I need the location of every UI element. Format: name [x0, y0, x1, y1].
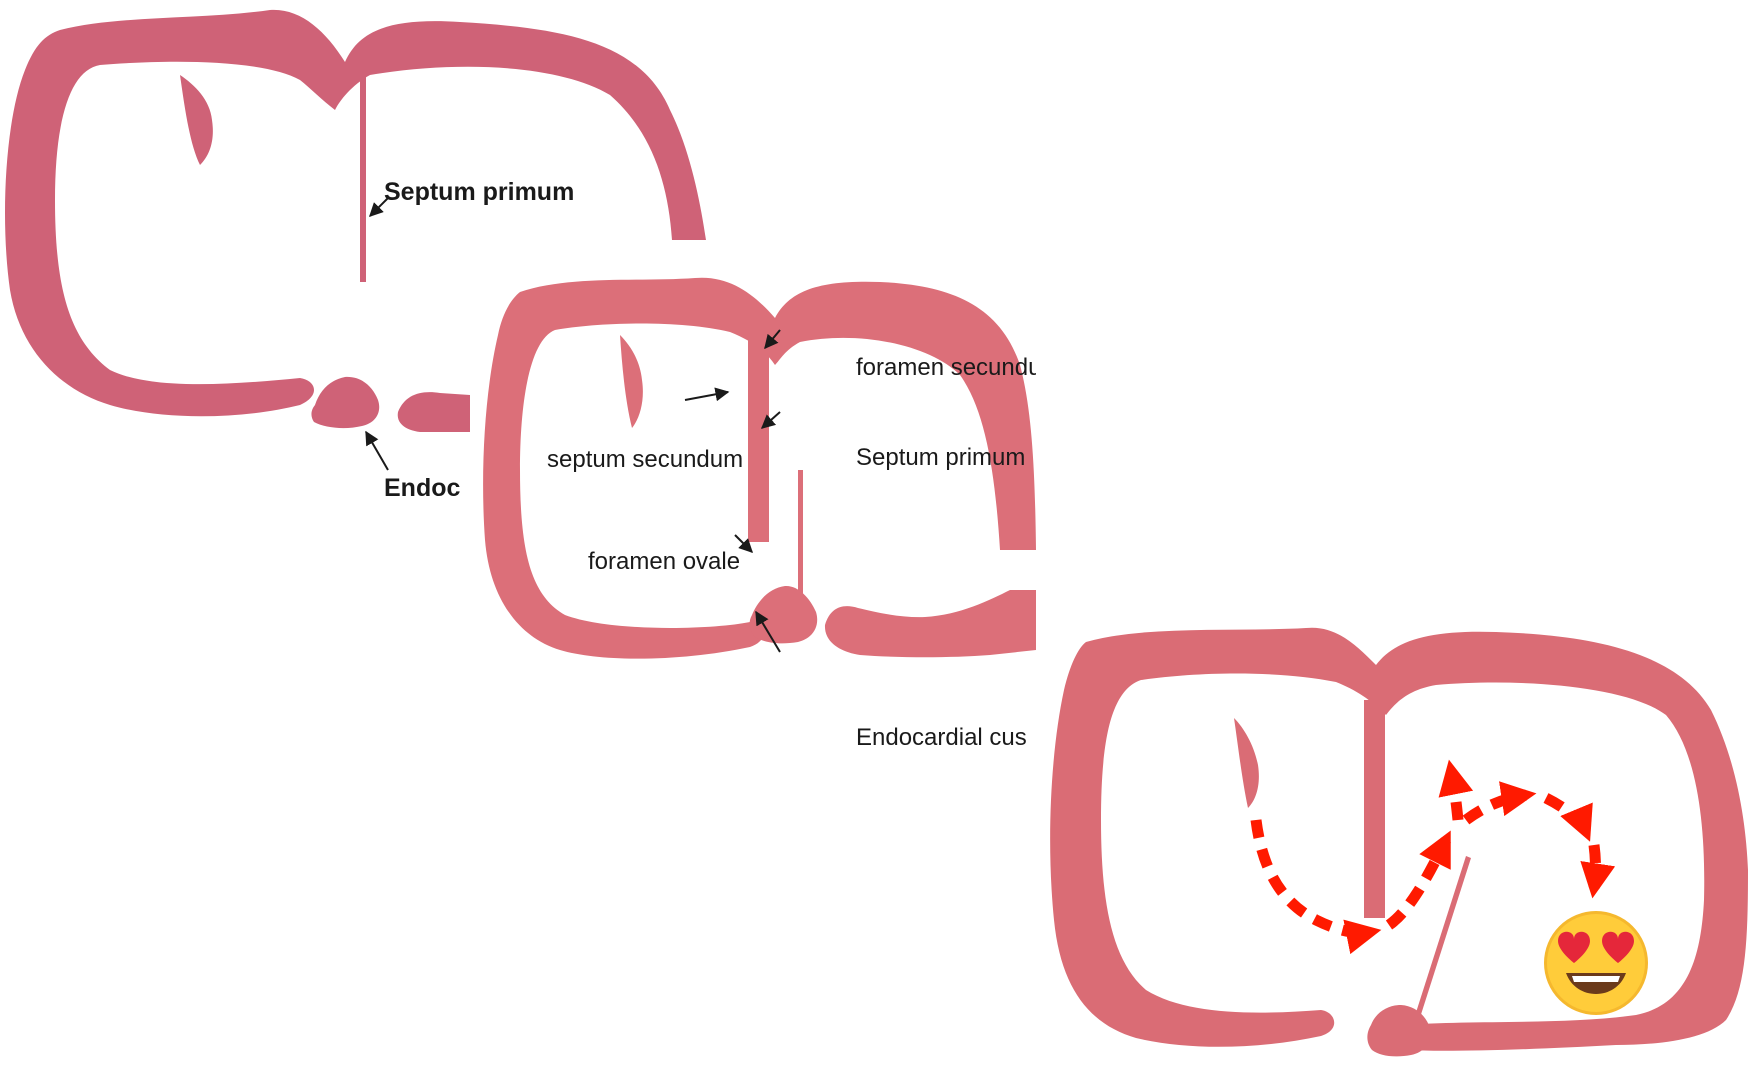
heart-eyes-emoji-icon — [1544, 911, 1648, 1015]
heart-wall — [1050, 627, 1748, 1051]
septum-primum — [360, 62, 366, 282]
label-septum-primum: Septum primum — [384, 178, 575, 206]
shunt-flow-arrow-down — [1250, 819, 1382, 955]
shunt-flow-arrow-top — [1438, 759, 1474, 821]
label-endocardial-cushion-partial: Endocardial cus — [856, 724, 1027, 751]
septum-secundum — [1364, 700, 1385, 918]
endocardial-cushion — [311, 376, 380, 429]
endocardial-cushion — [749, 585, 818, 644]
panel-shunt-flow — [1046, 620, 1748, 1081]
leader-endocardial-cushion — [365, 430, 389, 471]
heart-wall — [483, 277, 1036, 659]
shunt-flow-arrow-final — [1580, 844, 1616, 899]
leader-septum-secundum — [684, 387, 730, 402]
shunt-flow-arrow-up — [1385, 830, 1451, 930]
shunt-flow-arrow-right — [1462, 781, 1537, 825]
leader-septum-primum — [760, 411, 781, 429]
septum-secundum — [748, 332, 769, 542]
leader-endocardial-cushion — [755, 610, 781, 653]
leader-septum-primum — [369, 197, 389, 217]
shunt-flow-arrow-curve — [1543, 793, 1593, 842]
label-foramen-secundum: foramen secundum — [856, 354, 1036, 381]
label-foramen-ovale: foramen ovale — [588, 548, 741, 575]
septum-spurious-fold — [1234, 718, 1259, 808]
septum-spurious-fold — [620, 335, 643, 428]
panel-septum-secundum: foramen secundum septum secundum Septum … — [480, 270, 1036, 770]
leader-foramen-secundum — [764, 329, 781, 350]
septum-spurious-fold — [180, 75, 213, 165]
panel-septum-primum: Septum primum Endoc — [0, 0, 706, 520]
label-endocardial-cushion-partial: Endoc — [384, 474, 461, 502]
heart-wall-lower-right — [824, 590, 1036, 658]
heart-diagram-stage-2 — [483, 277, 1036, 659]
leader-foramen-ovale — [734, 534, 753, 553]
septum-primum — [1412, 856, 1471, 1027]
label-septum-secundum: septum secundum — [547, 446, 744, 473]
septum-primum — [798, 470, 803, 620]
label-septum-primum: Septum primum — [856, 444, 1026, 471]
heart-wall-lower-right — [397, 392, 470, 432]
heart-diagram-stage-3 — [1050, 627, 1748, 1057]
heart-wall — [5, 9, 706, 417]
heart-diagram-stage-1 — [5, 9, 706, 471]
endocardial-cushion — [1367, 1005, 1431, 1057]
